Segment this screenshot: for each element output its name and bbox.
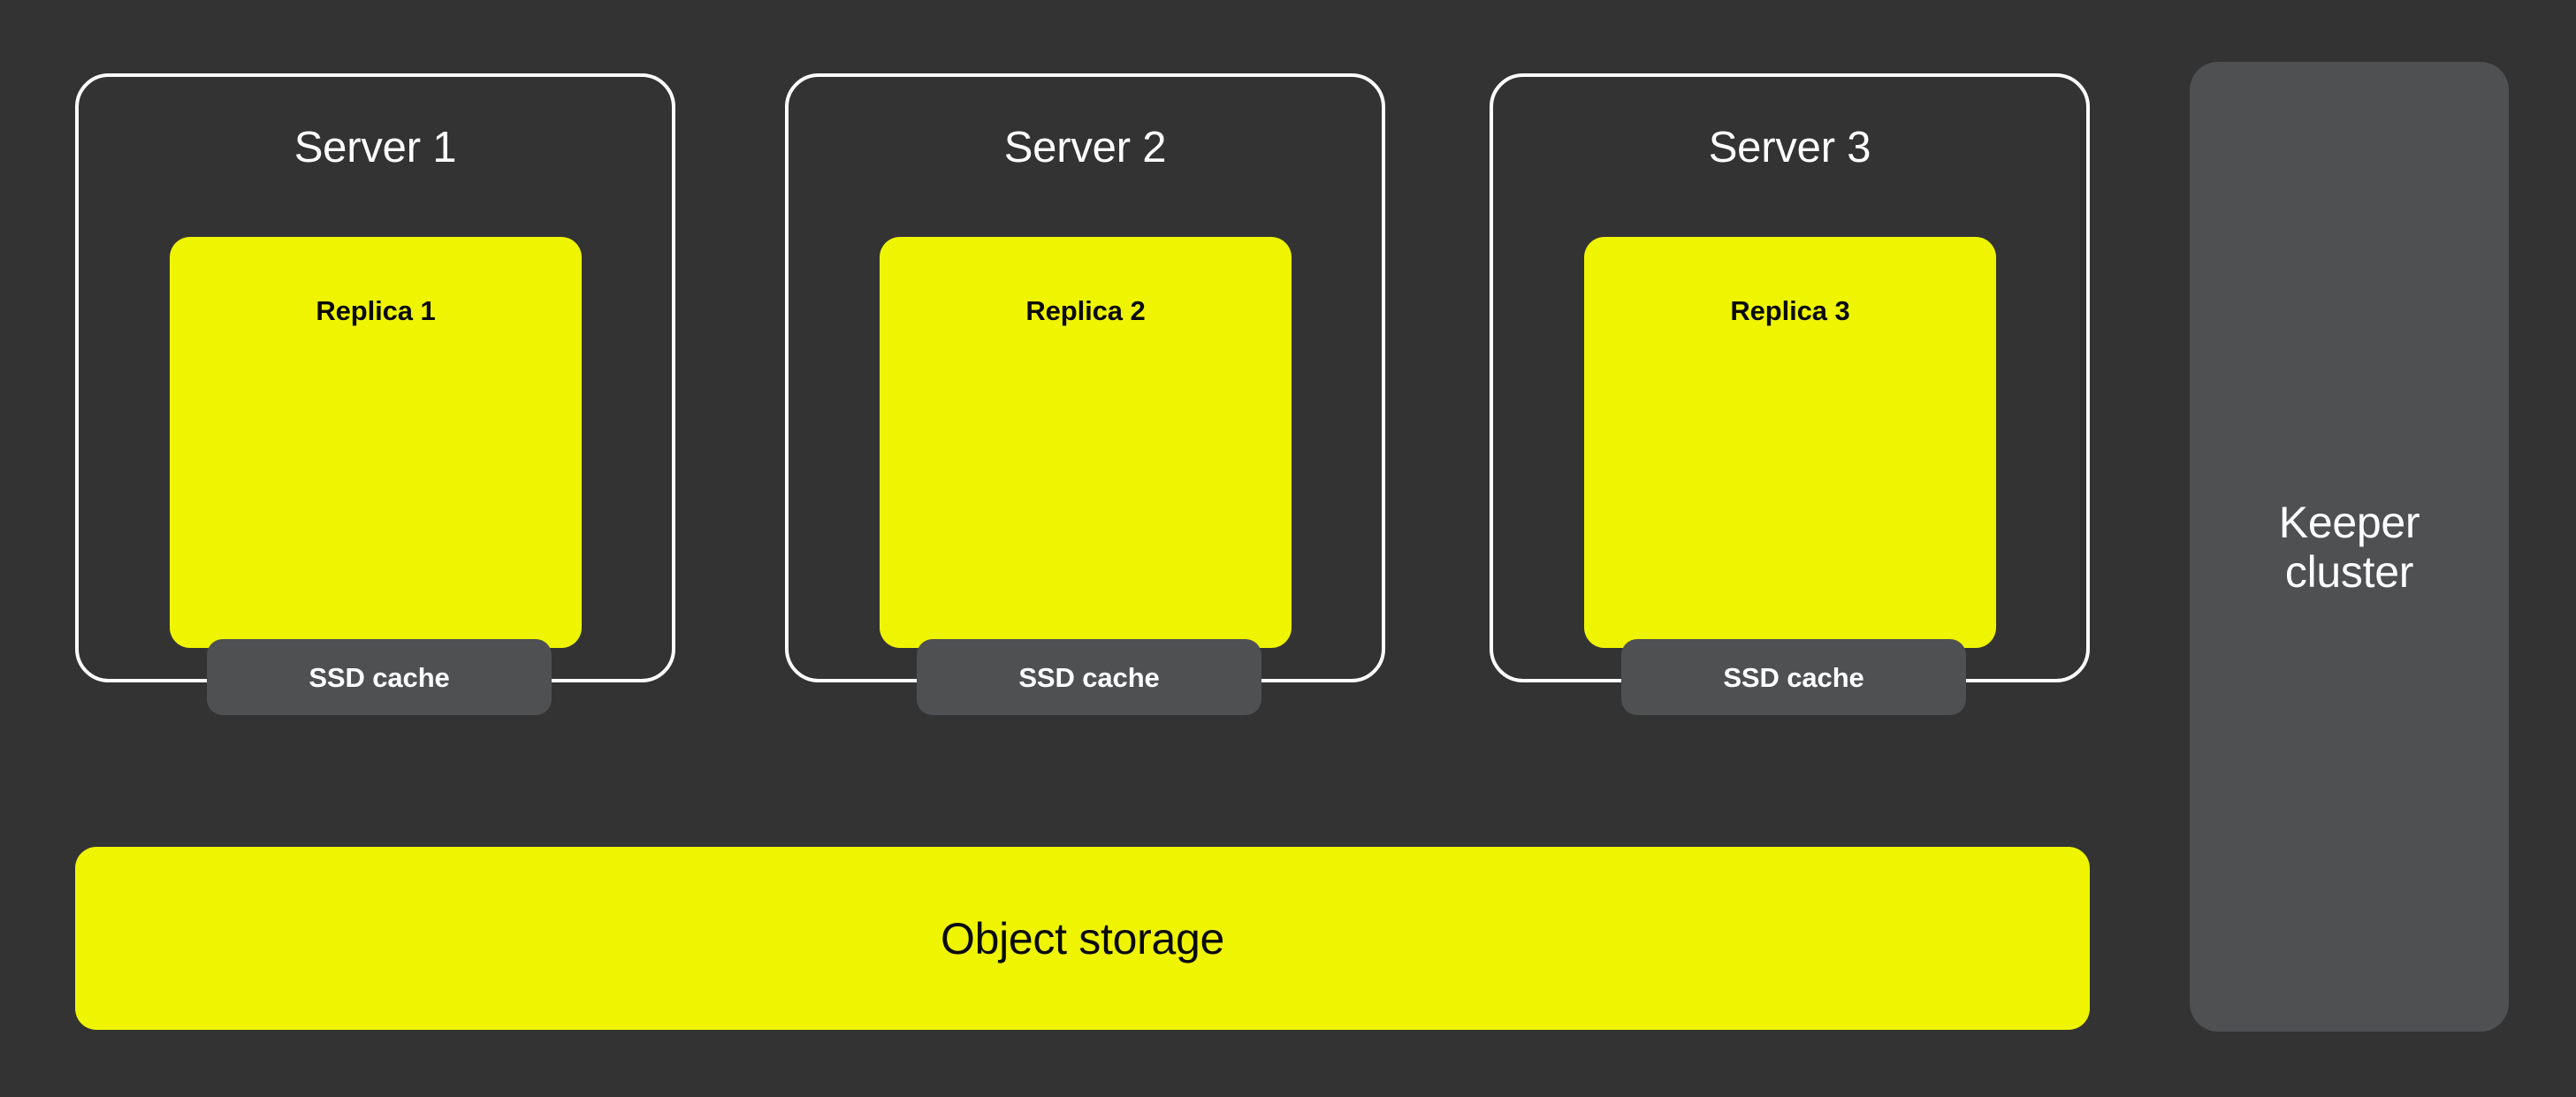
ssd-cache-label-3: SSD cache xyxy=(1723,661,1864,693)
replica-label-2: Replica 2 xyxy=(1025,295,1146,326)
ssd-cache-label-2: SSD cache xyxy=(1018,661,1160,693)
replica-label-3: Replica 3 xyxy=(1730,295,1850,326)
ssd-cache-chip-2: SSD cache xyxy=(917,639,1261,715)
ssd-cache-chip-3: SSD cache xyxy=(1621,639,1966,715)
replica-box-1: Replica 1 xyxy=(170,237,582,648)
replica-label-1: Replica 1 xyxy=(316,295,436,326)
replica-box-3: Replica 3 xyxy=(1584,237,1996,648)
server-title-1: Server 1 xyxy=(293,124,457,171)
server-title-3: Server 3 xyxy=(1708,124,1871,171)
ssd-cache-label-1: SSD cache xyxy=(309,661,450,693)
server-title-2: Server 2 xyxy=(1003,124,1167,171)
replica-box-2: Replica 2 xyxy=(880,237,1292,648)
object-storage-bar: Object storage xyxy=(75,847,2090,1030)
object-storage-label: Object storage xyxy=(941,913,1224,964)
ssd-cache-chip-1: SSD cache xyxy=(207,639,552,715)
